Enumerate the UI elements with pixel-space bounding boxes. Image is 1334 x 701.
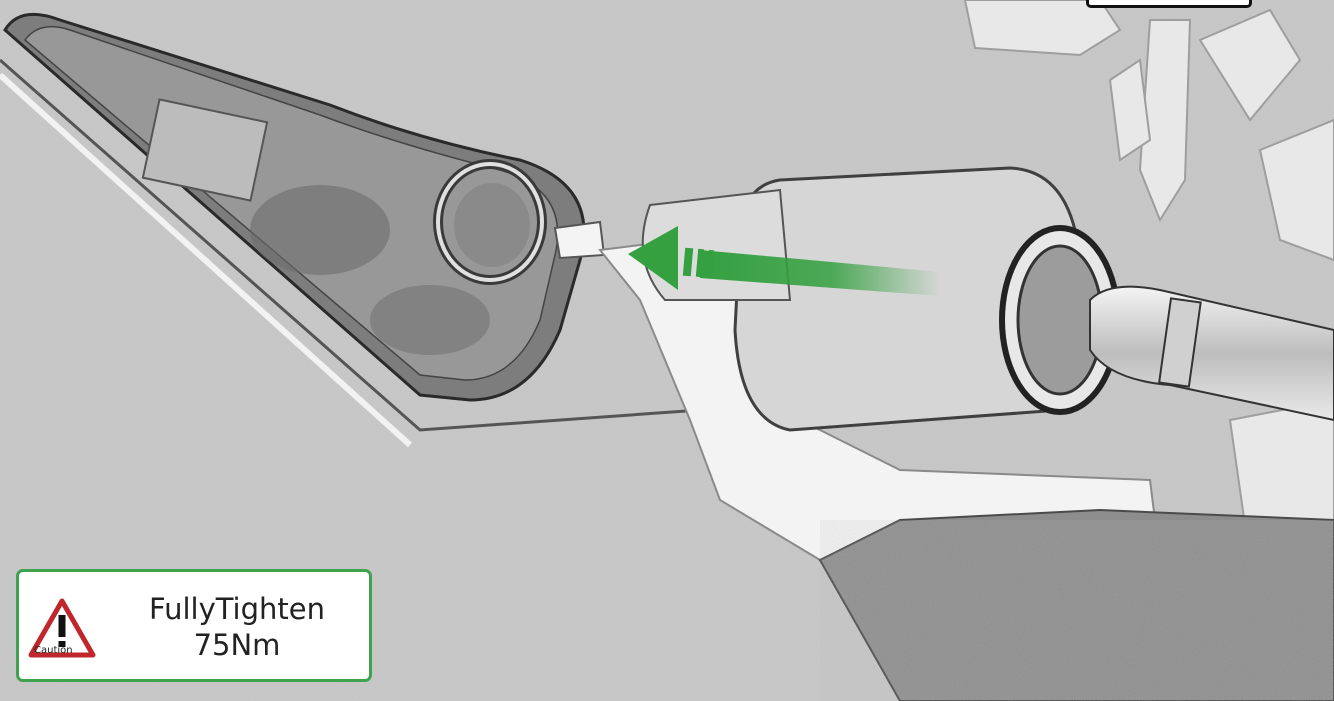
instruction-line-1: FullyTighten [115, 591, 359, 627]
caution-callout: Caution FullyTighten 75Nm [16, 569, 372, 682]
caution-label: Caution [34, 645, 73, 656]
torque-instruction: FullyTighten 75Nm [115, 591, 359, 663]
top-label-tab [1086, 0, 1252, 8]
instruction-line-2: 75Nm [115, 627, 359, 663]
